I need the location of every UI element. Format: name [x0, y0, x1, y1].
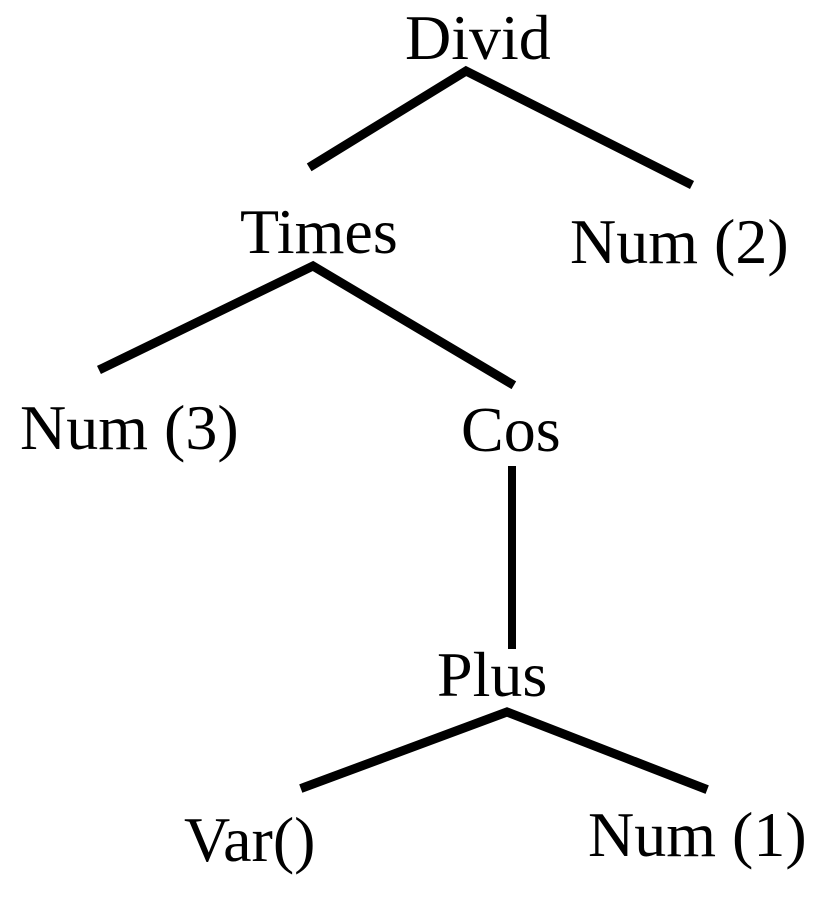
node-var: Var()	[184, 804, 316, 875]
node-divid: Divid	[405, 2, 551, 73]
edge-divid-children	[306, 65, 695, 190]
node-num-3: Num (3)	[20, 392, 239, 463]
node-times: Times	[240, 196, 398, 267]
node-cos: Cos	[461, 394, 561, 465]
edge-plus-children	[299, 707, 709, 794]
node-plus: Plus	[437, 639, 548, 710]
node-num-2: Num (2)	[570, 206, 789, 277]
node-num-1: Num (1)	[588, 799, 807, 870]
edge-times-children	[96, 260, 517, 390]
